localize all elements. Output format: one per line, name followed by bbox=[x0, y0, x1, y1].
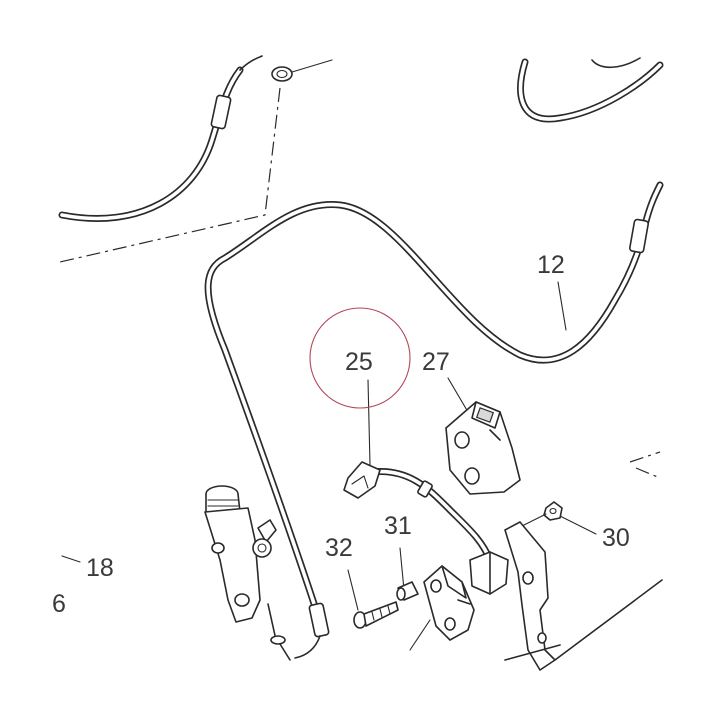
part-31-pin bbox=[396, 581, 419, 601]
callout-32: 32 bbox=[325, 534, 353, 562]
upper-right-hose bbox=[517, 57, 664, 123]
lower-mount-block bbox=[423, 565, 475, 641]
hose-lower-fitting bbox=[308, 602, 330, 638]
part-32-bolt bbox=[353, 601, 399, 629]
callout-25-highlight bbox=[309, 307, 411, 409]
mounting-bracket bbox=[504, 521, 663, 671]
o-ring-top bbox=[271, 59, 333, 82]
pressure-switch bbox=[469, 551, 509, 595]
brake-hose-12 bbox=[204, 181, 664, 659]
reference-dashed-lines bbox=[59, 87, 661, 479]
hose-crimp-fitting bbox=[210, 94, 232, 130]
callout-25: 25 bbox=[345, 348, 373, 376]
leader-lines bbox=[61, 281, 597, 651]
part-27-clamp bbox=[445, 401, 521, 495]
callout-27: 27 bbox=[422, 348, 450, 376]
master-cylinder bbox=[204, 485, 291, 661]
upper-left-hose bbox=[58, 55, 263, 222]
part-25-hose-fitting bbox=[343, 461, 494, 564]
callout-30: 30 bbox=[602, 524, 630, 552]
callout-labels: 12 25 27 30 31 32 18 6 bbox=[52, 251, 630, 618]
hose-end-fitting bbox=[629, 218, 649, 254]
callout-31: 31 bbox=[384, 512, 412, 540]
callout-edge: 6 bbox=[52, 590, 66, 618]
callout-12: 12 bbox=[537, 251, 565, 279]
callout-18: 18 bbox=[86, 554, 114, 582]
